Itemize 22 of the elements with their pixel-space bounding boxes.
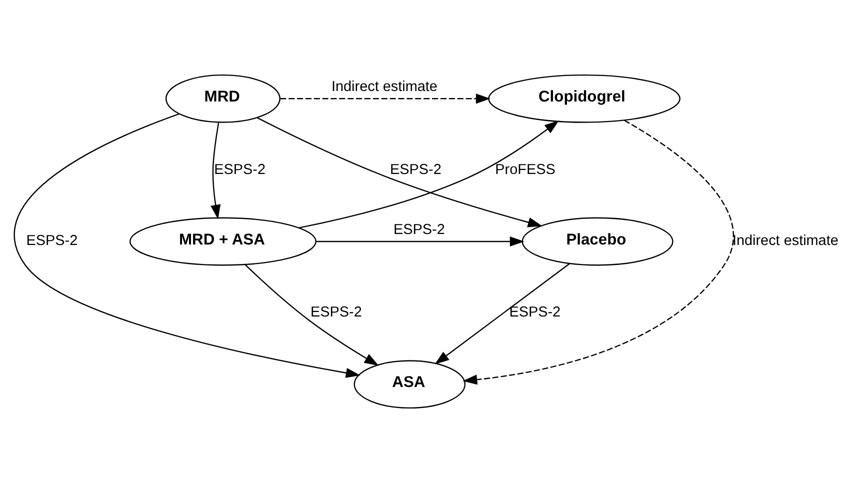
arrow: [244, 264, 379, 366]
node-ellipse: Clopidogrel: [488, 74, 680, 122]
edge-label: Indirect estimate: [732, 232, 838, 249]
edge-label: ESPS-2: [509, 304, 561, 320]
node-ellipse: MRD: [165, 74, 280, 122]
arrow: [210, 122, 221, 219]
arrow: [14, 112, 360, 378]
arrow: [280, 93, 490, 104]
edge-label: ESPS-2: [310, 304, 362, 320]
edge-label: ESPS-2: [214, 161, 266, 178]
arrow: [257, 116, 542, 227]
edge-label: ESPS-2: [394, 221, 445, 238]
edge-label: ESPS-2: [390, 161, 442, 178]
node-ellipse: ASA: [354, 360, 466, 408]
arrow: [316, 236, 524, 246]
node-ellipse: MRD + ASA: [129, 216, 316, 266]
edge-label: ESPS-2: [26, 232, 78, 249]
arrow: [434, 262, 570, 364]
edge-label: Indirect estimate: [332, 78, 438, 94]
arrow: [462, 119, 734, 384]
edge-label: ProFESS: [495, 161, 556, 178]
arrow: [298, 120, 559, 228]
